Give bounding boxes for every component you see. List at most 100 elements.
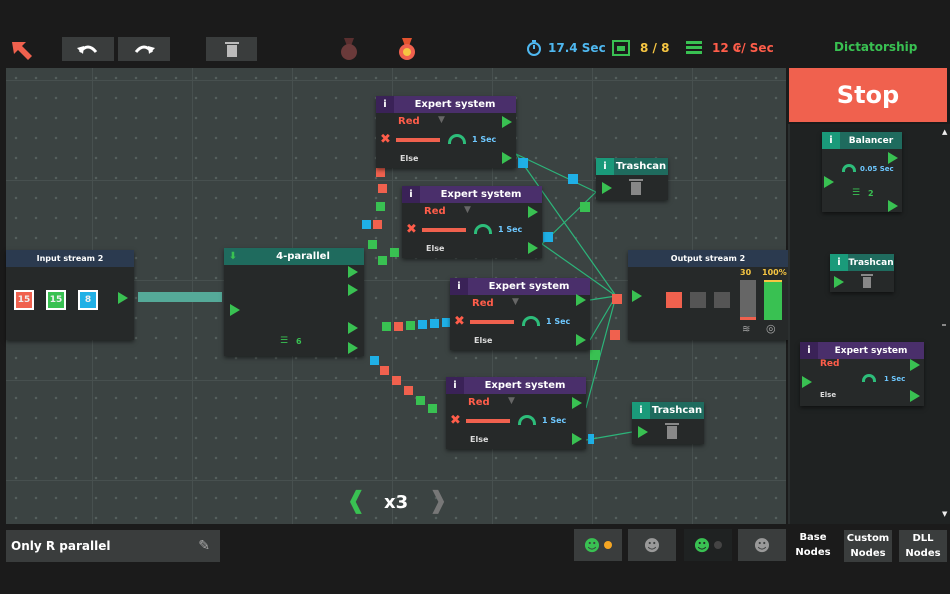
else-label: Else	[400, 154, 419, 163]
cost-stat: 12 ₢/ Sec	[686, 40, 774, 56]
palette-scrollbar[interactable]: ▲ ▼	[942, 128, 948, 518]
chevron-down-icon: ▼	[512, 297, 519, 307]
bot-slot-2[interactable]: ☻	[628, 529, 676, 561]
info-button[interactable]: i	[822, 132, 840, 149]
close-icon[interactable]: ✖	[450, 413, 461, 428]
input-stream-title: Input stream 2	[6, 250, 134, 267]
else-output-port-icon[interactable]	[576, 334, 586, 346]
match-output-port-icon[interactable]	[528, 206, 538, 218]
output-port-4-icon[interactable]	[348, 342, 358, 354]
cost-value: 12 ₢/ Sec	[712, 41, 774, 55]
color-select[interactable]: Red	[424, 206, 446, 217]
color-select[interactable]: Red	[468, 397, 490, 408]
node-count-icon	[612, 40, 630, 56]
output-stream-title: Output stream 2	[628, 250, 788, 267]
match-output-port-icon[interactable]	[572, 397, 582, 409]
stop-button[interactable]: Stop	[789, 68, 947, 122]
undo-icon	[77, 45, 98, 54]
delete-button[interactable]	[206, 37, 257, 61]
match-output-port-icon[interactable]	[502, 116, 512, 128]
download-icon: ⬇	[228, 251, 238, 262]
info-button[interactable]: i	[446, 377, 464, 394]
faster-button[interactable]: ❱	[428, 486, 449, 514]
output-port-3-icon[interactable]	[348, 322, 358, 334]
tab-custom-nodes[interactable]: Custom Nodes	[844, 530, 892, 562]
input-blue-count: 8	[78, 290, 98, 310]
bot-slot-1[interactable]: ☻	[574, 529, 622, 561]
output-stream-node[interactable]: Output stream 2 30 100% ≋ ◎	[628, 250, 788, 340]
input-green-count: 15	[46, 290, 66, 310]
input-port-icon[interactable]	[230, 304, 240, 316]
input-port-icon[interactable]	[638, 426, 648, 438]
else-output-port-icon[interactable]	[528, 242, 538, 254]
output-port-2-icon[interactable]	[348, 284, 358, 296]
parallel-title: 4-parallel	[276, 251, 330, 262]
trashcan-title: Trashcan	[615, 161, 667, 172]
palette-else: Else	[820, 391, 837, 399]
output-count: 30	[740, 268, 752, 277]
info-button[interactable]: i	[800, 342, 818, 359]
chevron-down-icon: ▼	[508, 396, 515, 406]
expert-title: Expert system	[414, 99, 496, 110]
pencil-icon[interactable]: ✎	[198, 538, 210, 554]
match-output-port-icon[interactable]	[576, 294, 586, 306]
output-slot-1	[666, 292, 682, 308]
input-port-icon[interactable]	[602, 182, 612, 194]
output-port-icon[interactable]	[118, 292, 128, 304]
parallel-count: 6	[296, 337, 302, 346]
tab-base-nodes[interactable]: Base Nodes	[790, 526, 836, 564]
close-icon[interactable]: ✖	[406, 222, 417, 237]
medal-gold-icon	[395, 38, 419, 66]
close-icon[interactable]: ✖	[380, 132, 391, 147]
level-name-field[interactable]: Only R parallel ✎	[6, 530, 220, 562]
balancer-title: Balancer	[848, 135, 894, 146]
color-select[interactable]: Red	[472, 298, 494, 309]
robot-icon: ☻	[693, 535, 711, 555]
else-output-port-icon[interactable]	[502, 152, 512, 164]
layers-icon: ≋	[742, 324, 751, 335]
expert-title: Expert system	[440, 189, 522, 200]
else-label: Else	[470, 435, 489, 444]
server-icon: ☰	[852, 188, 861, 198]
close-icon[interactable]: ✖	[454, 314, 465, 329]
server-icon	[686, 41, 702, 54]
parallel-node[interactable]: ⬇ 4-parallel ☰ 6	[224, 248, 364, 356]
expert-title: Expert system	[484, 380, 566, 391]
time-label: 1 Sec	[546, 317, 571, 326]
info-button[interactable]: i	[402, 186, 420, 203]
undo-button[interactable]	[62, 37, 114, 61]
info-button[interactable]: i	[632, 402, 650, 419]
back-button[interactable]	[8, 38, 34, 64]
info-button[interactable]: i	[830, 254, 848, 271]
redo-button[interactable]	[118, 37, 170, 61]
tab-dll-nodes[interactable]: DLL Nodes	[899, 530, 947, 562]
stopwatch-icon	[527, 40, 541, 56]
input-port-icon[interactable]	[632, 290, 642, 302]
time-label: 1 Sec	[498, 225, 523, 234]
bot-slot-3[interactable]: ☻	[684, 529, 732, 561]
input-stream-node[interactable]: Input stream 2 15 15 8	[6, 250, 134, 340]
info-button[interactable]: i	[450, 278, 468, 295]
output-percent: 100%	[762, 268, 787, 277]
circuit-board[interactable]: Input stream 2 15 15 8 ⬇ 4-parallel ☰ 6 …	[6, 68, 788, 524]
bot-slot-4[interactable]: ☻	[738, 529, 786, 561]
else-output-port-icon[interactable]	[572, 433, 582, 445]
packet-stream	[138, 158, 622, 444]
output-slot-3	[714, 292, 730, 308]
color-select[interactable]: Red	[398, 116, 420, 127]
info-button[interactable]: i	[376, 96, 394, 113]
info-button[interactable]: i	[596, 158, 614, 175]
palette-expert-time: 1 Sec	[884, 375, 906, 383]
slower-button[interactable]: ❰	[346, 486, 367, 514]
output-port-1-icon[interactable]	[348, 266, 358, 278]
